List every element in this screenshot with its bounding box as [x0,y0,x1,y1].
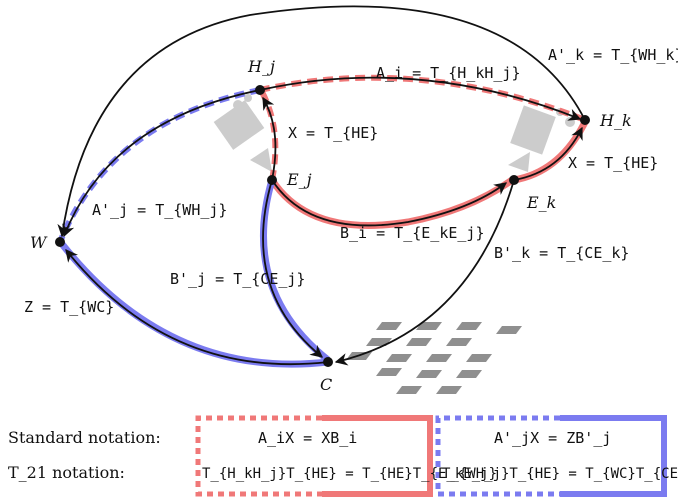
node-label-w: W [30,233,48,252]
node-ej [267,175,277,185]
legend-t21-label: T_21 notation: [8,463,125,482]
legend-red-t21: T_{H_kH_j}T_{HE} = T_{HE}T_{E_kE_j} [202,466,497,482]
arrow-bkp [334,179,515,366]
edge-label-ajp: A'_j = T_{WH_j} [92,201,227,219]
arrow-xk [513,126,583,181]
node-hk [580,115,590,125]
notation-legend: Standard notation: T_21 notation: A_iX =… [8,415,678,497]
arrow-xj [262,96,277,181]
edge-label-xk: X = T_{HE} [568,154,658,172]
edge-label-bjp: B'_j = T_{CE_j} [170,270,305,288]
transform-arrows [57,5,586,366]
arrow-akp [57,5,586,238]
arrow-ai [259,76,582,121]
edge-label-bkp: B'_k = T_{CE_k} [494,244,629,262]
node-hj [255,85,265,95]
node-label-ek: E_k [526,193,556,212]
edge-label-ai: A_i = T_{H_kH_j} [376,64,521,82]
arrow-ajp [62,89,261,238]
node-label-hk: H_k [599,111,632,130]
arrow-z [65,249,329,366]
edge-label-xj: X = T_{HE} [288,124,378,142]
edge-label-akp: A'_k = T_{WH_k} [548,46,678,64]
legend-blue-t21: T_{WH_j}T_{HE} = T_{WC}T_{CE_j} [442,466,678,482]
node-label-c: C [320,375,332,394]
node-label-ej: E_j [286,170,312,189]
arrow-bjp [262,179,323,358]
node-c [323,357,333,367]
legend-red-standard: A_iX = XB_i [258,429,357,447]
graph-nodes [55,85,590,367]
node-w [55,237,65,247]
arrow-bi [271,179,508,227]
legend-blue-standard: A'_jX = ZB'_j [494,429,611,447]
legend-standard-label: Standard notation: [8,428,161,447]
checkerboard-target [346,322,522,394]
gripper-left-icon [213,94,272,172]
node-ek [509,175,519,185]
edge-label-bi: B_i = T_{E_kE_j} [340,224,485,242]
edge-label-z: Z = T_{WC} [24,298,114,316]
node-label-hj: H_j [247,57,275,76]
